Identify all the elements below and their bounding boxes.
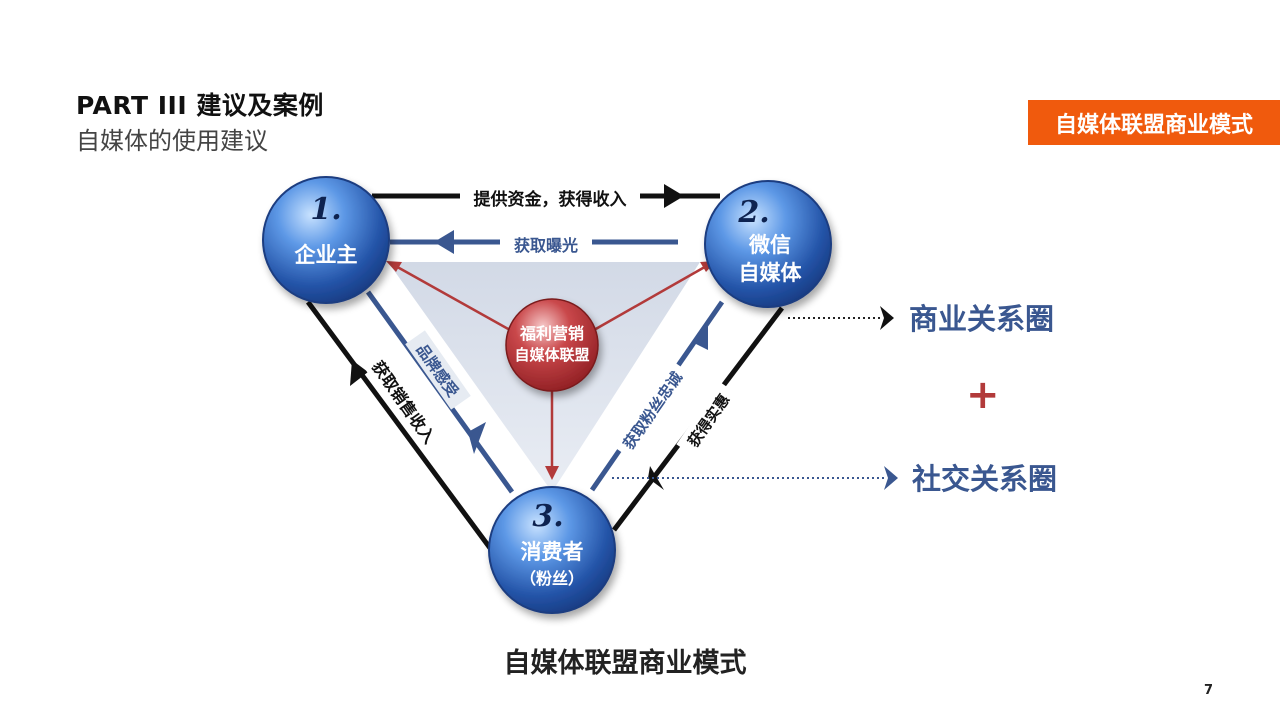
edge-exposure-arrow bbox=[434, 230, 454, 254]
node-media bbox=[704, 180, 832, 308]
page-number: 7 bbox=[1204, 683, 1214, 698]
node-owner-label: 企业主 bbox=[294, 243, 358, 267]
edge-brand-arrow bbox=[468, 422, 486, 454]
node-consumer-number: 3. bbox=[532, 499, 563, 534]
node-media-label-1: 微信 bbox=[748, 233, 791, 257]
edge-loyalty-arrow bbox=[692, 322, 708, 350]
edge-loyalty-label-bg bbox=[612, 360, 692, 460]
edge-sales-label-bg bbox=[360, 347, 448, 457]
business-circle-label: 商业关系圈 bbox=[909, 302, 1055, 336]
node-consumer-label-2: （粉丝） bbox=[520, 569, 584, 588]
edge-fund-arrow bbox=[664, 184, 684, 208]
red-arrowhead-owner bbox=[386, 261, 402, 272]
dotted-connector-social-arrow bbox=[884, 466, 898, 490]
page-subtitle: 自媒体的使用建议 bbox=[76, 127, 268, 155]
node-consumer-label-1: 消费者 bbox=[521, 540, 584, 564]
edge-benefit-label-bg bbox=[676, 381, 740, 459]
red-arrow-owner bbox=[391, 262, 511, 332]
edge-fund-label: 提供资金，获得收入 bbox=[474, 189, 627, 210]
edge-exposure-label: 获取曝光 bbox=[514, 236, 578, 255]
edge-brand-label-bg bbox=[405, 330, 471, 410]
node-center bbox=[505, 298, 599, 392]
edge-fund-label-bg bbox=[460, 184, 640, 210]
edge-sales-arrow bbox=[350, 360, 368, 386]
node-owner-number: 1. bbox=[310, 192, 341, 227]
edge-benefit-arrow bbox=[648, 466, 664, 490]
diagram-caption: 自媒体联盟商业模式 bbox=[503, 648, 747, 679]
node-media-number: 2. bbox=[737, 195, 769, 230]
node-center-label-2: 自媒体联盟 bbox=[514, 346, 589, 364]
node-consumer bbox=[488, 486, 616, 614]
section-badge: 自媒体联盟商业模式 bbox=[1028, 100, 1280, 145]
node-center-label-1: 福利营销 bbox=[519, 324, 584, 343]
red-arrowhead-consumer bbox=[545, 466, 559, 480]
node-media-label-2: 自媒体 bbox=[739, 261, 803, 285]
social-circle-label: 社交关系圈 bbox=[912, 462, 1058, 496]
edge-sales-line bbox=[305, 300, 493, 550]
edge-exposure-label-bg bbox=[500, 230, 592, 256]
dotted-connector-business-arrow bbox=[880, 306, 894, 330]
plus-sign: + bbox=[966, 372, 1000, 418]
node-owner bbox=[262, 176, 390, 304]
red-arrow-media bbox=[593, 262, 711, 332]
page-title: PART III 建议及案例 bbox=[76, 91, 324, 120]
edge-loyalty-label: 获取粉丝忠诚 bbox=[620, 369, 686, 453]
